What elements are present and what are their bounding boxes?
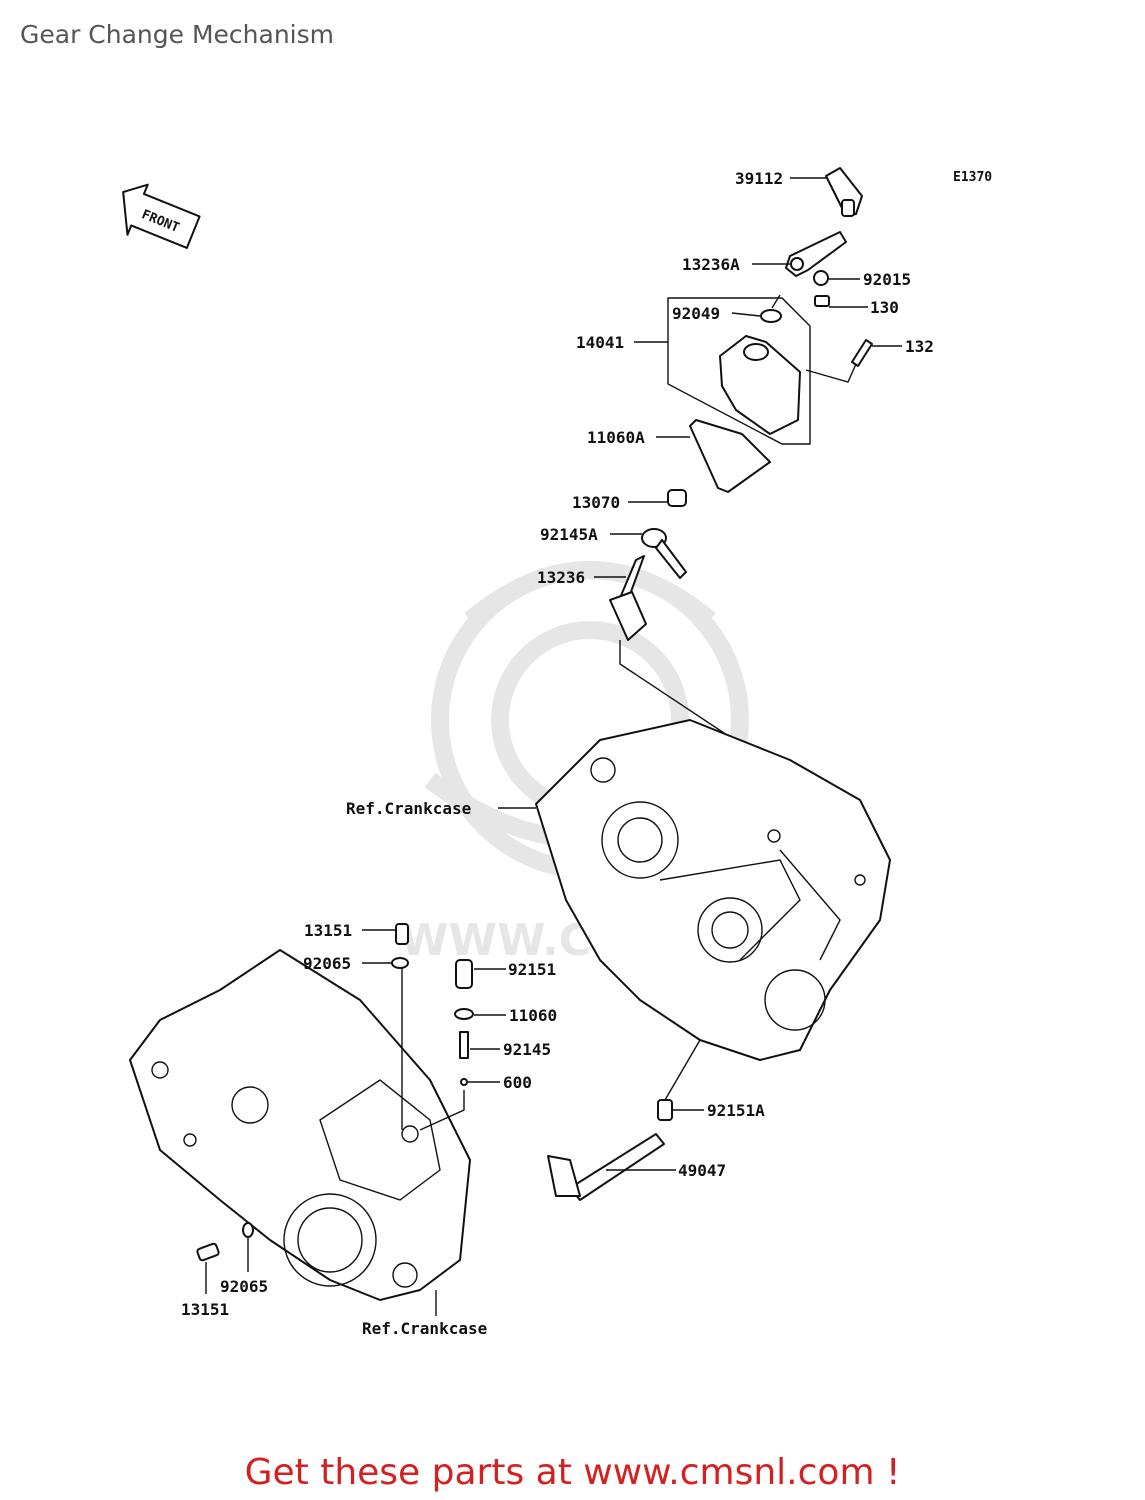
part-92015-shape — [813, 270, 829, 286]
label-92145A: 92145A — [540, 525, 598, 544]
label-13070: 13070 — [572, 493, 620, 512]
label-39112: 39112 — [735, 169, 783, 188]
part-92145-shape — [459, 1031, 469, 1059]
part-92145A-shape — [641, 528, 687, 579]
label-600: 600 — [503, 1073, 532, 1092]
label-92065-bottom: 92065 — [220, 1277, 268, 1296]
footer-parts-link[interactable]: Get these parts at www.cmsnl.com ! — [244, 1452, 901, 1493]
bracket-14041 — [667, 297, 811, 445]
part-92151A-shape — [657, 1099, 673, 1121]
page-title: Gear Change Mechanism — [20, 20, 334, 49]
part-600-shape — [460, 1078, 468, 1086]
part-13151-bottom-shape — [196, 1242, 220, 1262]
label-92065-top: 92065 — [303, 954, 351, 973]
label-92015: 92015 — [863, 270, 911, 289]
part-13236-shape — [609, 555, 647, 641]
part-132-shape — [851, 339, 873, 367]
label-ref-crankcase-lower: Ref.Crankcase — [362, 1319, 487, 1338]
part-130-shape — [814, 295, 830, 307]
label-13236: 13236 — [537, 568, 585, 587]
part-13236A-shape — [785, 231, 847, 277]
label-92145: 92145 — [503, 1040, 551, 1059]
label-92049: 92049 — [672, 304, 720, 323]
diagram-code: E1370 — [953, 170, 992, 185]
label-92151A: 92151A — [707, 1101, 765, 1120]
part-49047-shape — [547, 1133, 665, 1201]
label-92151: 92151 — [508, 960, 556, 979]
label-13236A: 13236A — [682, 255, 740, 274]
crankcase-lower-shape — [129, 949, 471, 1301]
label-49047: 49047 — [678, 1161, 726, 1180]
label-13151-bottom: 13151 — [181, 1300, 229, 1319]
part-92065-bottom-shape — [242, 1222, 254, 1238]
label-132: 132 — [905, 337, 934, 356]
label-13151-top: 13151 — [304, 921, 352, 940]
part-13070-shape — [667, 489, 687, 507]
label-11060: 11060 — [509, 1006, 557, 1025]
label-ref-crankcase-upper: Ref.Crankcase — [346, 799, 471, 818]
part-14041-shape — [719, 335, 801, 435]
label-11060A: 11060A — [587, 428, 645, 447]
front-arrow-icon: FRONT — [122, 183, 201, 249]
crankcase-upper-shape — [535, 719, 891, 1061]
part-11060-shape — [454, 1008, 474, 1020]
part-92065-top-shape — [391, 957, 409, 969]
part-13151-top-shape — [395, 923, 409, 945]
label-130: 130 — [870, 298, 899, 317]
label-14041: 14041 — [576, 333, 624, 352]
part-92049-shape — [760, 309, 782, 323]
part-11060A-shape — [689, 419, 771, 493]
part-92151-shape — [455, 959, 473, 989]
part-39112-shape — [825, 167, 863, 217]
leader-lines — [205, 177, 902, 1316]
